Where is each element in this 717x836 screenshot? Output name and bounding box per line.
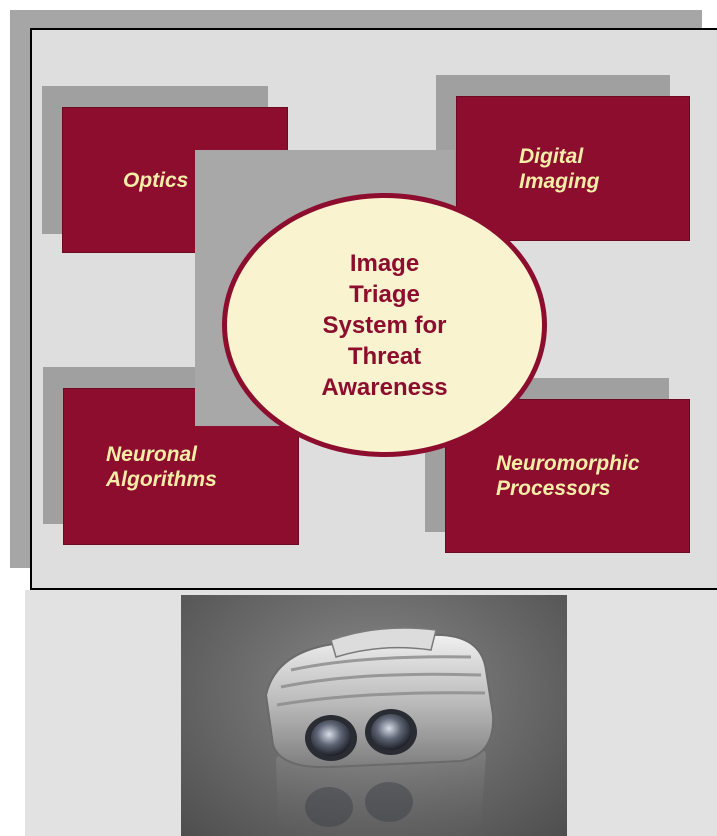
- binocular-device-icon: [264, 627, 495, 836]
- neuromorphic-processors-label: Neuromorphic Processors: [496, 452, 640, 500]
- neuronal-algorithms-label: Neuronal Algorithms: [106, 442, 217, 491]
- center-title: Image Triage System for Threat Awareness: [321, 249, 448, 401]
- center-circle: Image Triage System for Threat Awareness: [222, 193, 547, 457]
- digital-imaging-box: Digital Imaging: [456, 96, 690, 241]
- device-photo: [181, 595, 567, 836]
- digital-imaging-label: Digital Imaging: [519, 144, 600, 193]
- optics-label: Optics: [123, 168, 189, 192]
